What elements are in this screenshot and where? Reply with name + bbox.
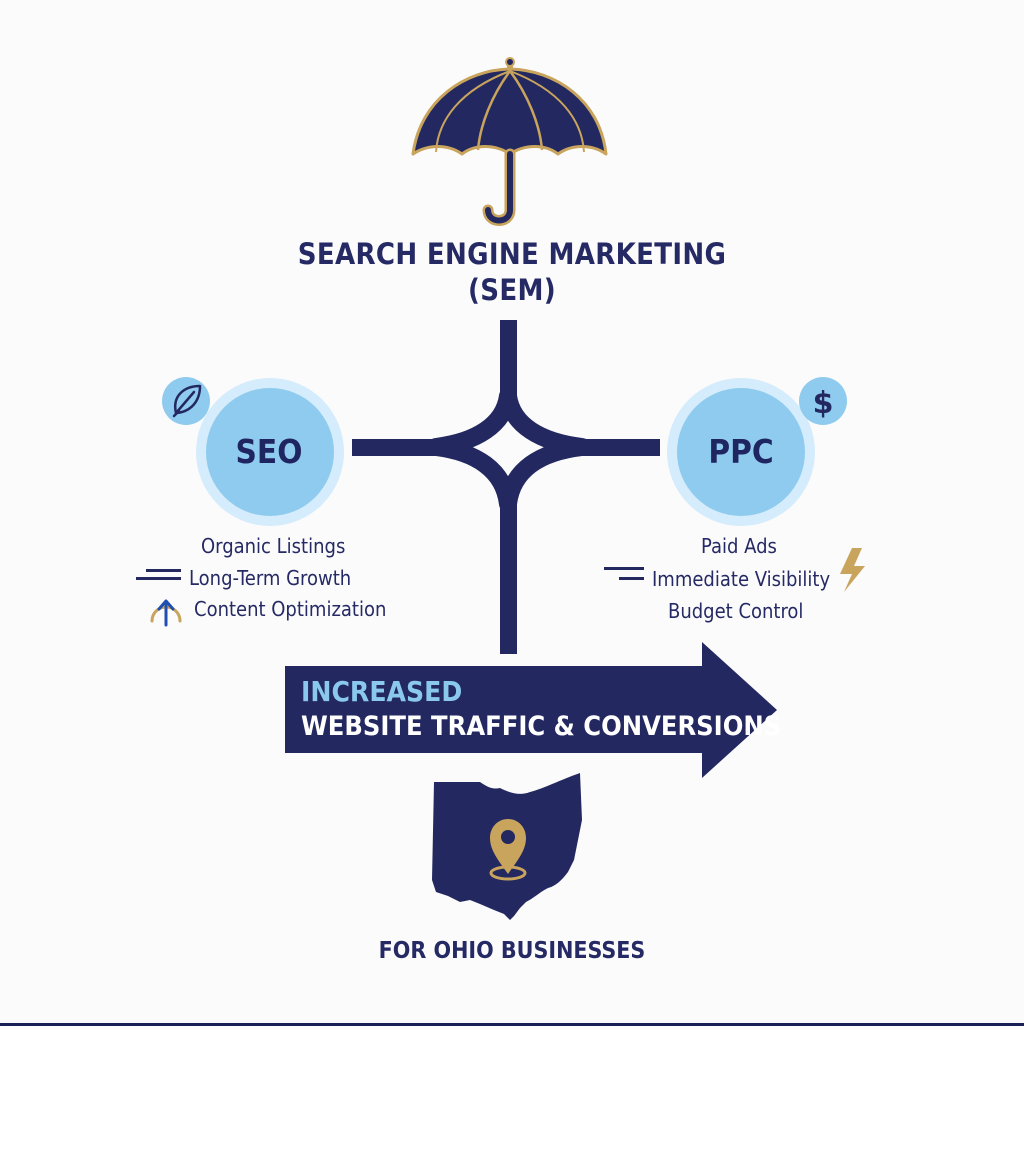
svg-text:$: $ [813, 386, 834, 421]
title-line-2: (SEM) [468, 273, 556, 307]
seo-item-long-term-growth: Long-Term Growth [189, 566, 352, 590]
leaf-icon [162, 377, 210, 425]
seo-item-organic-listings: Organic Listings [201, 534, 346, 558]
results-arrow [285, 642, 777, 778]
crossroads-connector [352, 320, 660, 654]
ppc-label: PPC [708, 432, 774, 471]
seo-circle [196, 378, 344, 526]
umbrella-icon [411, 57, 608, 226]
arrow-subheading: WEBSITE TRAFFIC & CONVERSIONS [301, 711, 782, 742]
title-line-1: SEARCH ENGINE MARKETING [297, 237, 727, 271]
ppc-item-paid-ads: Paid Ads [701, 534, 777, 558]
lines-icon [604, 567, 644, 580]
seo-item-content-optimization: Content Optimization [194, 597, 387, 621]
arrow-heading: INCREASED [301, 675, 463, 708]
seo-label: SEO [235, 432, 303, 471]
sem-diagram: $ [136, 57, 865, 920]
ppc-item-immediate-visibility: Immediate Visibility [652, 567, 831, 591]
footer-label: FOR OHIO BUSINESSES [378, 938, 646, 964]
arrow-up-icon [150, 599, 182, 627]
lines-icon [136, 569, 181, 580]
lightning-icon [840, 548, 865, 592]
divider [0, 1023, 1024, 1026]
map-pin-icon [489, 819, 527, 881]
dollar-icon: $ [799, 377, 847, 425]
ppc-circle [667, 378, 815, 526]
page-title: SEARCH ENGINE MARKETING (SEM) [212, 236, 812, 308]
ppc-item-budget-control: Budget Control [668, 599, 804, 623]
